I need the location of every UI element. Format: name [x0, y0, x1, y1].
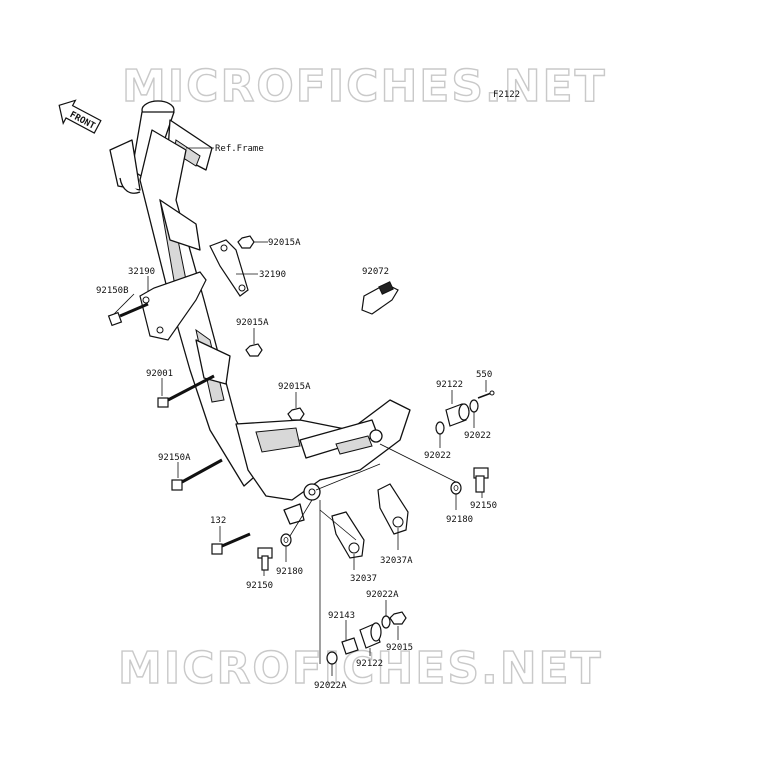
part-label-92015A-2: 92015A: [236, 318, 269, 328]
plate-32037: [331, 511, 365, 559]
nut-92015A-2: [245, 343, 263, 357]
part-label-92150B: 92150B: [96, 286, 129, 296]
bolt-92150-right: [473, 467, 489, 493]
pin-550: [477, 390, 495, 399]
part-label-92015: 92015: [386, 643, 413, 653]
part-label-132: 132: [210, 516, 226, 526]
part-label-92150-right: 92150: [470, 501, 497, 511]
bolt-92001: [157, 374, 215, 408]
part-label-92143: 92143: [328, 611, 355, 621]
washer-92022-b: [469, 399, 479, 413]
collar-92122-upper: [445, 403, 470, 427]
part-label-92072: 92072: [362, 267, 389, 277]
part-label-92150-left: 92150: [246, 581, 273, 591]
watermark-bottom: MICROFICHES.NET: [118, 643, 603, 694]
spacer-92143: [341, 637, 359, 655]
part-label-92022A-upper: 92022A: [366, 590, 399, 600]
nut-92015: [389, 611, 407, 625]
part-label-92180-left: 92180: [276, 567, 303, 577]
collar-92122-lower: [359, 622, 382, 649]
part-label-92122-lower: 92122: [356, 659, 383, 669]
part-label-92015A-1: 92015A: [268, 238, 301, 248]
bolt-132: [211, 532, 251, 555]
ref-frame-label: Ref.Frame: [215, 144, 264, 154]
part-label-92022-right: 92022: [464, 431, 491, 441]
part-label-92150A: 92150A: [158, 453, 191, 463]
part-label-32190-right: 32190: [259, 270, 286, 280]
part-label-92015A-3: 92015A: [278, 382, 311, 392]
diagram-code: F2122: [493, 90, 520, 100]
part-label-92022A-lower: 92022A: [314, 681, 347, 691]
bracket-left-32190: [139, 271, 207, 341]
nut-92015A-3: [287, 407, 305, 421]
part-label-32190-left: 32190: [128, 267, 155, 277]
part-label-92001: 92001: [146, 369, 173, 379]
band-92072: [361, 281, 399, 315]
frame-drawing: [109, 100, 411, 525]
washer-92022-a: [435, 421, 445, 435]
washer-92180-left: [280, 533, 292, 547]
washer-92180-right: [450, 481, 462, 495]
leader-lines: [113, 147, 487, 676]
bolt-92150-left: [257, 547, 273, 571]
washer-92022A-lower-right: [381, 615, 391, 629]
bolt-92150B: [107, 302, 149, 327]
plate-32037A: [377, 483, 409, 535]
washer-92022A-lower-left: [326, 651, 338, 665]
part-label-32037A: 32037A: [380, 556, 413, 566]
bolt-92150A: [171, 458, 223, 491]
part-label-550: 550: [476, 370, 492, 380]
part-label-92122-upper: 92122: [436, 380, 463, 390]
part-label-92180-right: 92180: [446, 515, 473, 525]
part-label-92022-left: 92022: [424, 451, 451, 461]
part-label-32037: 32037: [350, 574, 377, 584]
nut-92015A-1: [237, 235, 255, 249]
front-arrow-icon: FRONT: [58, 99, 102, 134]
watermark-top: MICROFICHES.NET: [122, 61, 607, 112]
bracket-right-32190: [209, 239, 249, 297]
